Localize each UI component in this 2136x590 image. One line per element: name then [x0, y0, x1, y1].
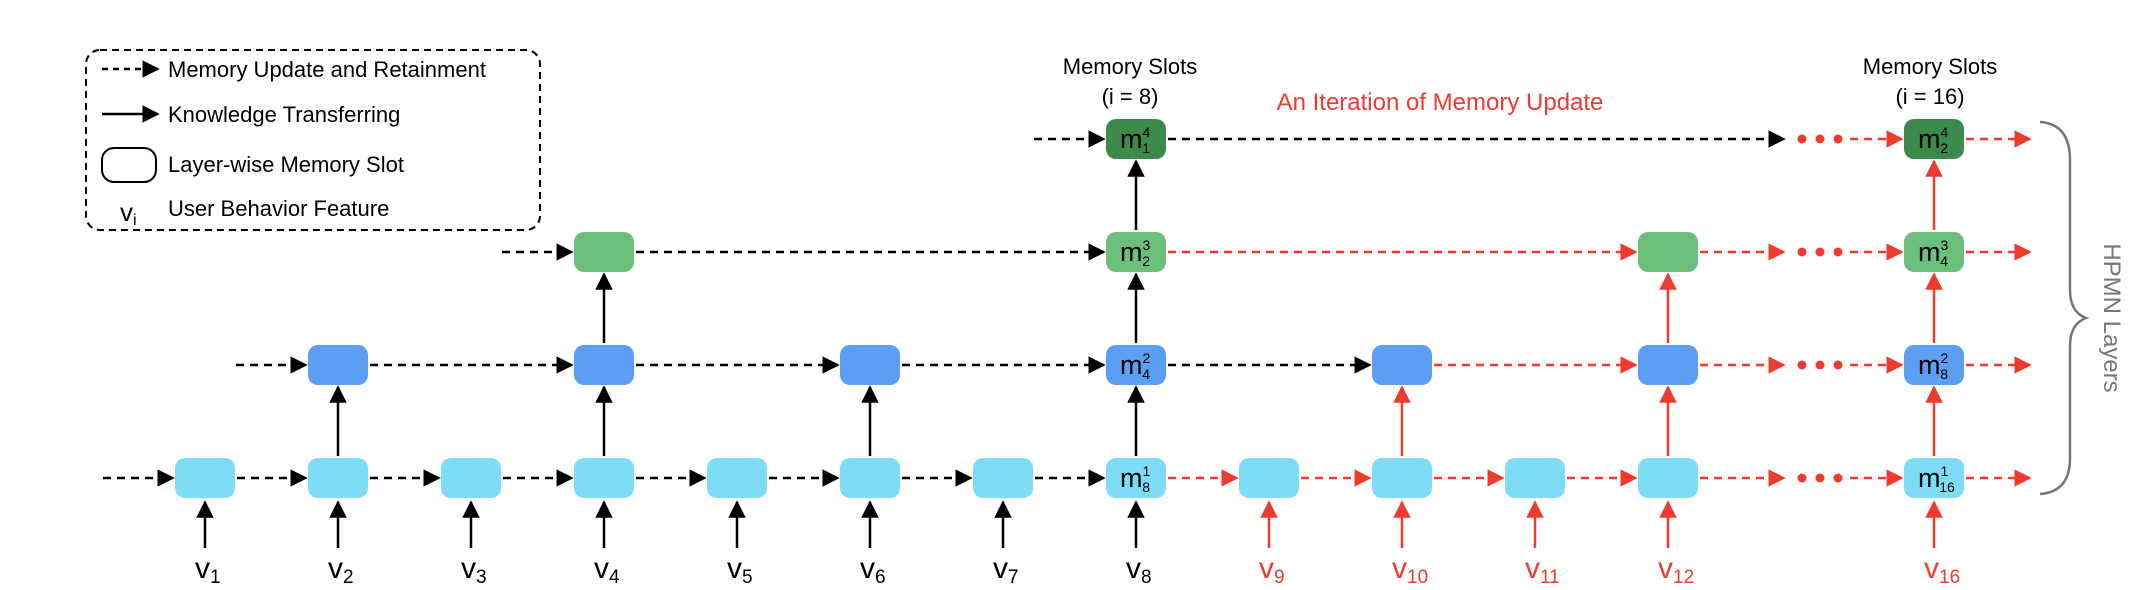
memory-slot-layer1	[1638, 458, 1698, 498]
ellipsis-dot	[1833, 134, 1843, 144]
memory-slot-layer1	[707, 458, 767, 498]
input-label: v3	[461, 552, 487, 588]
input-label: v7	[993, 552, 1019, 588]
memory-slot-layer2	[840, 345, 900, 385]
ellipsis-dot	[1815, 473, 1825, 483]
ellipsis-dot	[1815, 360, 1825, 370]
input-label: v11	[1525, 552, 1560, 588]
memory-slot-layer3	[1106, 232, 1166, 272]
ellipsis-dot	[1797, 247, 1807, 257]
memory-slot-layer2	[574, 345, 634, 385]
memory-slot-layer1	[840, 458, 900, 498]
ellipsis-dot	[1797, 473, 1807, 483]
memory-slot-layer2	[1638, 345, 1698, 385]
memory-slot-layer1	[1372, 458, 1432, 498]
legend-slot-icon	[101, 147, 157, 183]
ellipsis-dot	[1815, 247, 1825, 257]
ellipsis-dot	[1833, 360, 1843, 370]
memory-slot-layer1	[175, 458, 235, 498]
input-label: v10	[1392, 552, 1428, 588]
legend: Memory Update and Retainment Knowledge T…	[85, 49, 541, 231]
input-label: v6	[860, 552, 886, 588]
iteration-label: An Iteration of Memory Update	[1277, 89, 1604, 116]
memory-slot-layer4	[1904, 119, 1964, 159]
hpmn-label: HPMN Layers	[2098, 243, 2125, 392]
ellipsis-dot	[1833, 473, 1843, 483]
memory-slot-layer1	[1904, 458, 1964, 498]
memory-slot-layer1	[1239, 458, 1299, 498]
memory-slot-layer1	[1505, 458, 1565, 498]
input-label: v5	[727, 552, 753, 588]
memory-slot-layer4	[1106, 119, 1166, 159]
slots-label-16-line2: (i = 16)	[1895, 84, 1964, 109]
slots-label-8-line1: Memory Slots	[1063, 54, 1197, 79]
memory-slot-layer1	[1106, 458, 1166, 498]
memory-slot-layer3	[1638, 232, 1698, 272]
edges	[103, 130, 2032, 548]
input-label: v1	[195, 552, 221, 588]
legend-feature-label: User Behavior Feature	[168, 196, 389, 221]
input-label: v9	[1259, 552, 1285, 588]
memory-slot-layer1	[308, 458, 368, 498]
memory-slot-layer2	[1372, 345, 1432, 385]
ellipsis-dot	[1833, 247, 1843, 257]
legend-feature-symbol: vi	[120, 197, 137, 229]
legend-frame	[85, 49, 541, 231]
slots-label-8-line2: (i = 8)	[1102, 84, 1159, 109]
legend-transfer-label: Knowledge Transferring	[168, 102, 400, 127]
input-label: v4	[594, 552, 620, 588]
input-label: v2	[328, 552, 354, 588]
input-label: v12	[1658, 552, 1694, 588]
memory-slot-layer1	[973, 458, 1033, 498]
slots-label-16-line1: Memory Slots	[1863, 54, 1997, 79]
input-label: v8	[1126, 552, 1152, 588]
legend-update-label: Memory Update and Retainment	[168, 57, 486, 82]
ellipsis-dot	[1797, 360, 1807, 370]
ellipsis-dot	[1815, 134, 1825, 144]
memory-slot-layer1	[574, 458, 634, 498]
memory-slot-layer1	[441, 458, 501, 498]
memory-slot-layer2	[1106, 345, 1166, 385]
input-features: v1 v2 v3 v4 v5 v6 v7 v8 v9 v10 v11 v12 v16	[195, 552, 1960, 588]
hpmn-brace	[2039, 120, 2090, 496]
ellipsis-dot	[1797, 134, 1807, 144]
legend-slot-label: Layer-wise Memory Slot	[168, 152, 404, 177]
memory-slot-layer3	[574, 232, 634, 272]
memory-slot-layer2	[308, 345, 368, 385]
input-label: v16	[1924, 552, 1960, 588]
memory-slot-layer2	[1904, 345, 1964, 385]
memory-slot-layer3	[1904, 232, 1964, 272]
